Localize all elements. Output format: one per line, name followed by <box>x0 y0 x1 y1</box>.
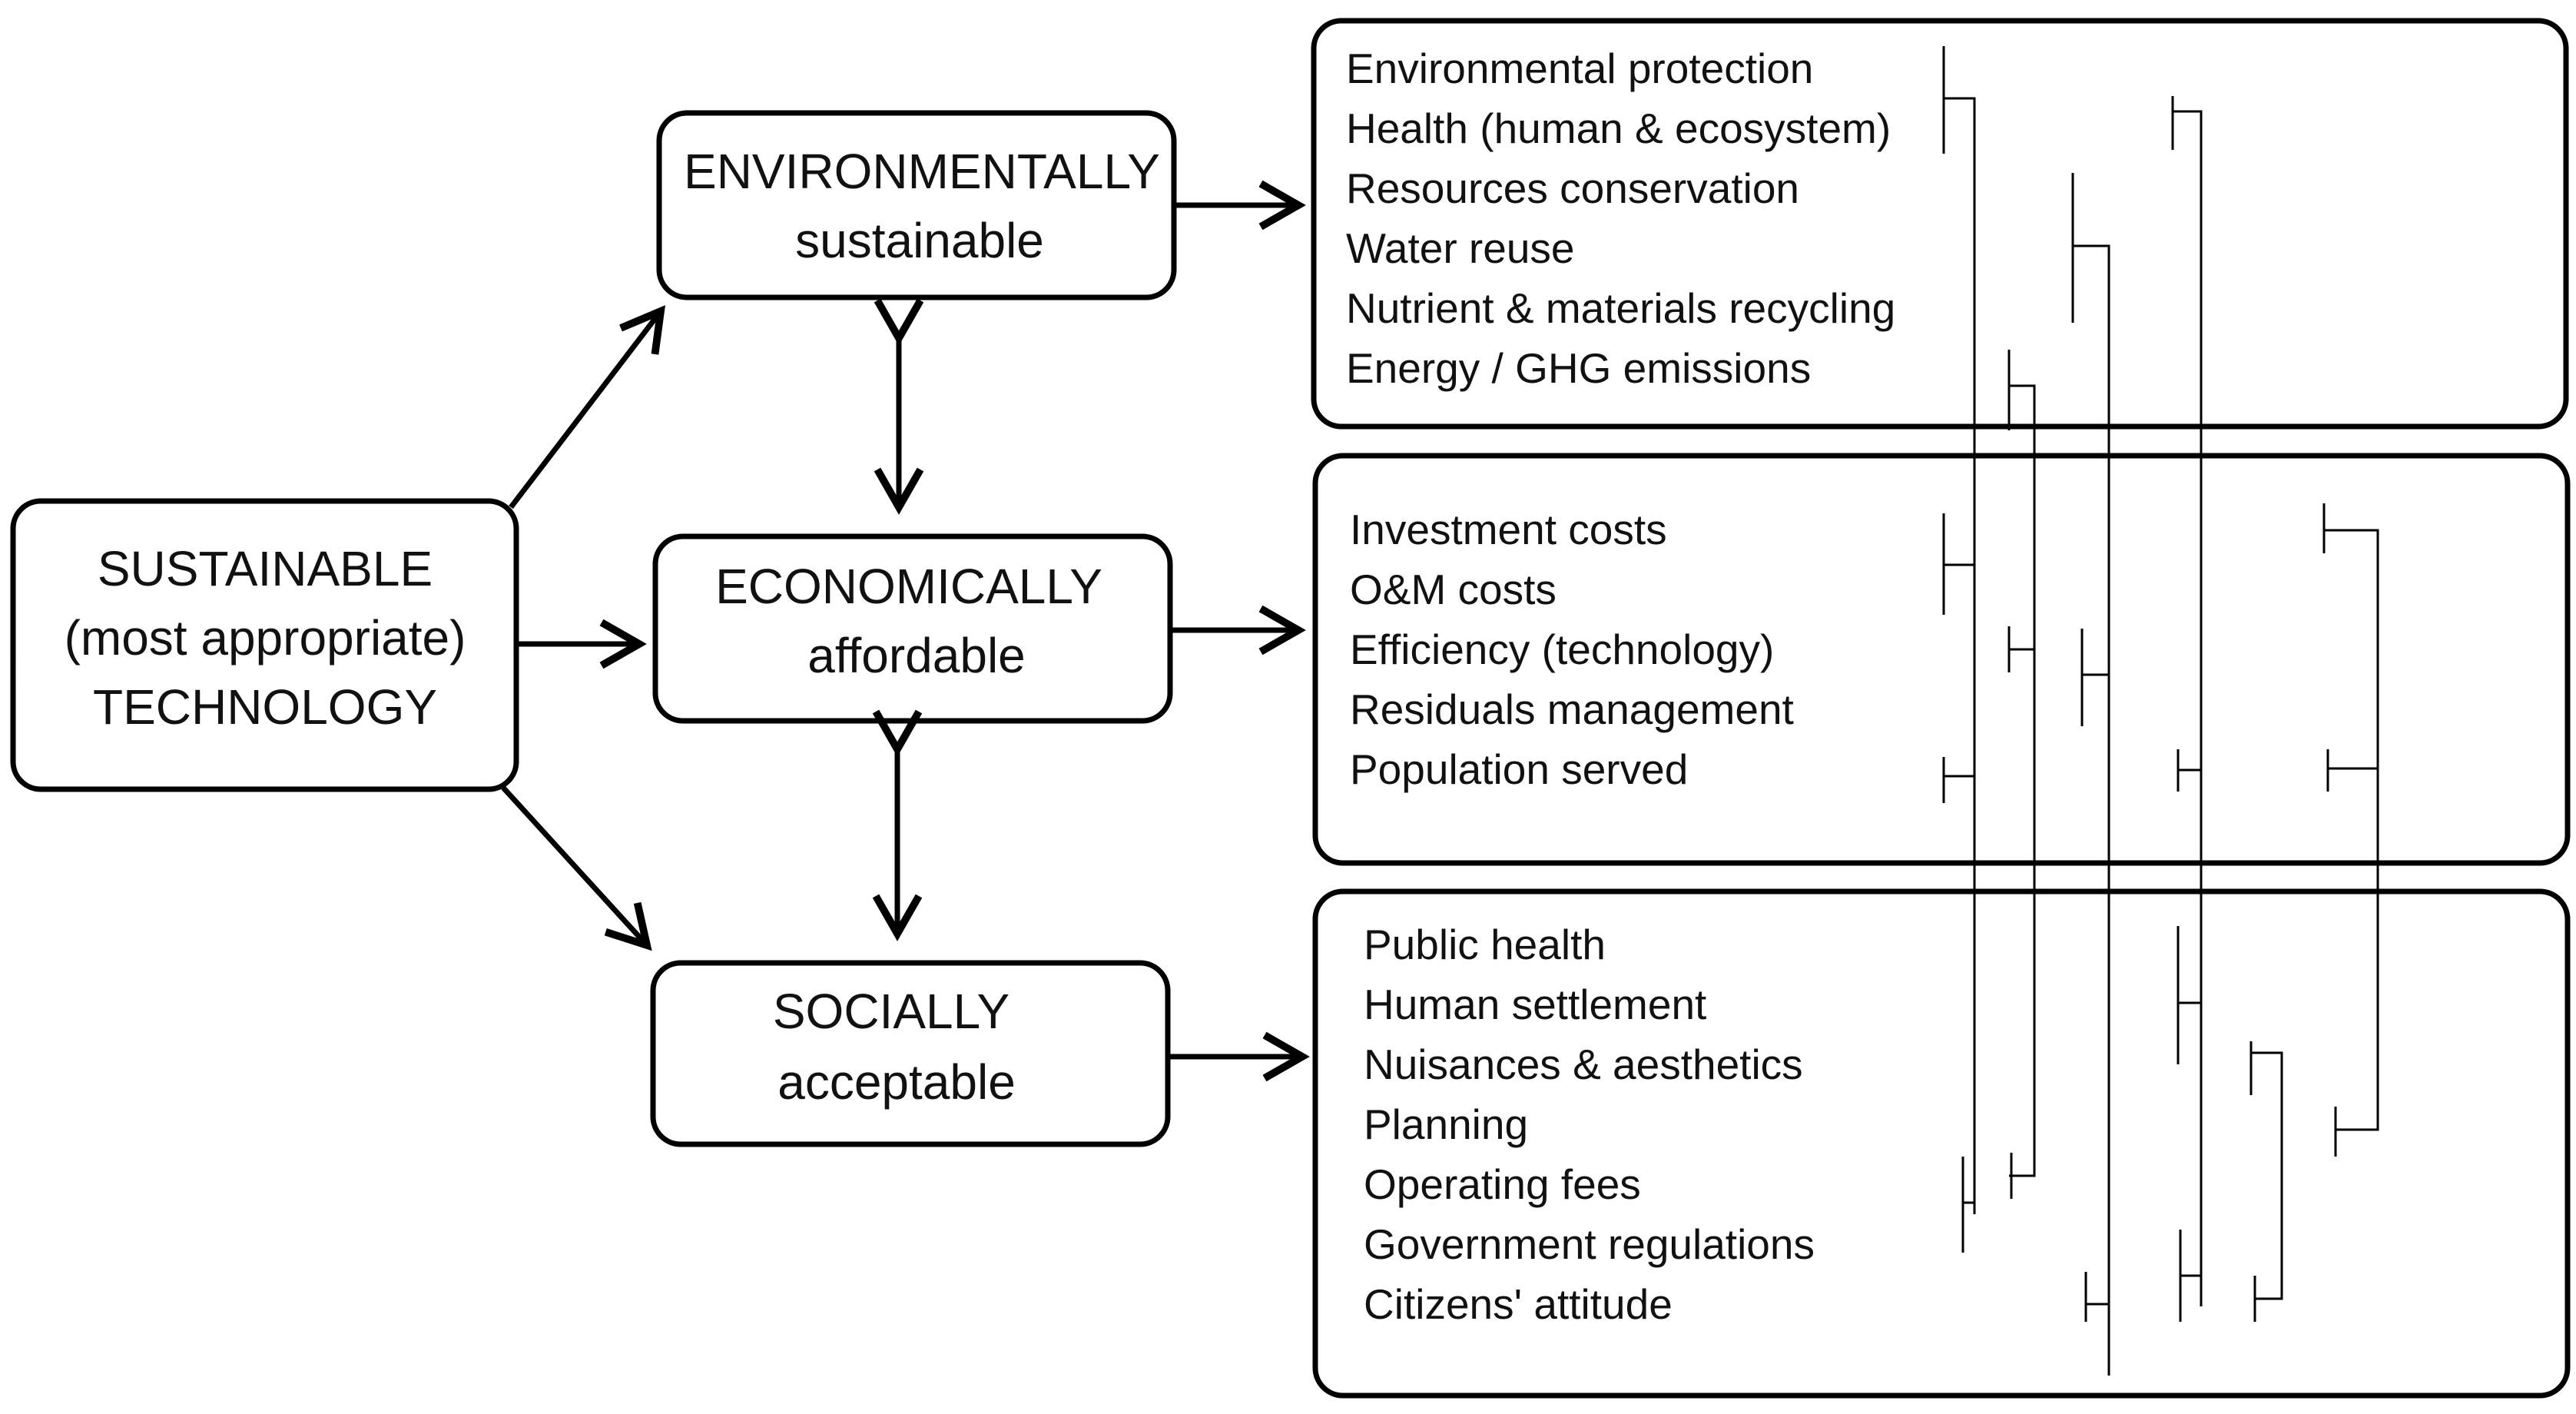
connector-line <box>2179 1230 2201 1322</box>
connector-line <box>2177 749 2201 792</box>
connector-line <box>1961 1157 1974 1253</box>
arrow-root-to-environmental <box>509 305 665 510</box>
connector-line <box>2007 626 2034 672</box>
connector-line <box>2249 1041 2283 1322</box>
pillar-social-box <box>650 960 1171 1147</box>
social-criteria-list: Public health Human settlement Nuisances… <box>1364 921 1815 1328</box>
economic-criteria-list: Investment costs O&M costs Efficiency (t… <box>1350 506 1794 793</box>
criteria-connector-lines <box>1942 46 2379 1376</box>
list-item: O&M costs <box>1350 566 1557 613</box>
connector-line <box>2326 749 2378 792</box>
connector-line <box>2177 926 2201 1064</box>
pillar-link-arrows <box>872 298 924 941</box>
connector-line <box>1942 757 1974 803</box>
list-item: Operating fees <box>1364 1160 1641 1208</box>
connector-line <box>1942 513 1974 615</box>
environmental-criteria-list: Environmental protection Health (human &… <box>1346 45 1895 392</box>
list-item: Government regulations <box>1364 1220 1815 1268</box>
list-item: Residuals management <box>1350 685 1794 733</box>
connector-line <box>2071 173 2110 1376</box>
connector-line <box>2084 1272 2109 1322</box>
list-item: Resources conservation <box>1346 164 1799 212</box>
list-item: Citizens' attitude <box>1364 1280 1673 1328</box>
list-item: Nutrient & materials recycling <box>1346 284 1895 332</box>
pillar-social: SOCIALLY acceptable <box>650 960 1171 1147</box>
root-to-pillar-arrows <box>501 305 665 951</box>
pillar-environmental-box <box>656 110 1177 300</box>
connector-line <box>2171 96 2203 1306</box>
root-node: SUSTAINABLE (most appropriate) TECHNOLOG… <box>10 498 519 792</box>
social-criteria-panel <box>1312 888 2571 1399</box>
pillar-social-title: SOCIALLY <box>773 984 1010 1039</box>
connector-line <box>2007 350 2036 1199</box>
connector-line <box>2080 629 2109 726</box>
list-item: Energy / GHG emissions <box>1346 344 1811 392</box>
root-line-3: TECHNOLOGY <box>93 679 437 735</box>
list-item: Human settlement <box>1364 981 1706 1028</box>
list-item: Population served <box>1350 745 1688 793</box>
list-item: Public health <box>1364 921 1606 968</box>
economic-criteria-panel <box>1312 453 2571 866</box>
list-item: Health (human & ecosystem) <box>1346 105 1891 152</box>
connector-line <box>1942 46 1976 1214</box>
list-item: Nuisances & aesthetics <box>1364 1041 1803 1088</box>
list-item: Efficiency (technology) <box>1350 626 1774 673</box>
environmental-criteria-panel <box>1311 18 2569 430</box>
pillar-social-subtitle: acceptable <box>777 1054 1016 1110</box>
pillar-to-criteria-arrows <box>1169 180 1310 1082</box>
pillar-environmental: ENVIRONMENTALLY sustainable <box>656 110 1177 300</box>
list-item: Planning <box>1364 1100 1528 1148</box>
root-line-1: SUSTAINABLE <box>98 541 433 596</box>
pillar-environmental-subtitle: sustainable <box>795 213 1044 268</box>
pillar-economic: ECONOMICALLY affordable <box>652 533 1173 724</box>
list-item: Water reuse <box>1346 224 1575 272</box>
pillar-economic-subtitle: affordable <box>807 628 1026 683</box>
arrow-root-to-social <box>501 785 652 951</box>
list-item: Investment costs <box>1350 506 1667 553</box>
list-item: Environmental protection <box>1346 45 1813 92</box>
connector-line <box>2322 503 2379 1157</box>
pillar-environmental-title: ENVIRONMENTALLY <box>684 144 1160 199</box>
root-line-2: (most appropriate) <box>65 610 466 666</box>
pillar-economic-title: ECONOMICALLY <box>715 559 1102 614</box>
